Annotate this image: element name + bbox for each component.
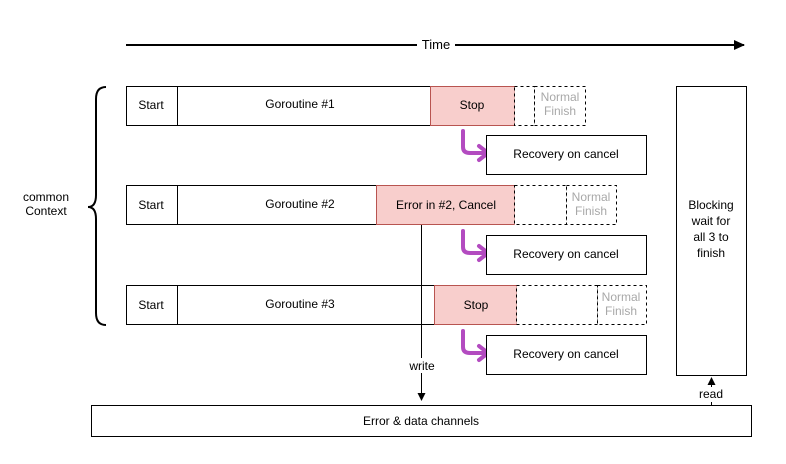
normal-finish-box: [534, 86, 586, 126]
context-label-line1: common: [23, 190, 69, 204]
read-connector: read: [696, 377, 727, 405]
goroutine-label: Goroutine #3: [265, 297, 335, 311]
goroutine-row-2: Start Goroutine #2 Error in #2, Cancel N…: [126, 185, 647, 275]
blocking-wait-line1: Blocking: [688, 198, 733, 212]
normal-finish-line1: Normal: [541, 90, 580, 104]
recovery-label: Recovery on cancel: [513, 347, 618, 361]
dashed-gap: [514, 86, 535, 126]
recovery-arrow: [461, 329, 488, 355]
event-label: Stop: [460, 98, 485, 112]
recovery-arrow: [461, 129, 488, 155]
recovery-box: [486, 235, 647, 275]
normal-finish-line1: Normal: [572, 190, 611, 204]
normal-finish-line2: Finish: [544, 104, 576, 118]
recovery-label: Recovery on cancel: [513, 147, 618, 161]
time-axis: Time: [126, 37, 745, 53]
normal-finish-line1: Normal: [602, 290, 641, 304]
stop-event: [430, 86, 515, 126]
normal-finish-box: [566, 185, 617, 225]
normal-finish-line2: Finish: [605, 304, 637, 318]
time-label: Time: [422, 37, 450, 52]
goroutine-label: Goroutine #2: [265, 197, 335, 211]
blocking-wait-line3: all 3 to: [693, 230, 729, 244]
start-label: Start: [138, 98, 164, 112]
blocking-wait-line2: wait for: [691, 214, 731, 228]
blocking-wait: Blocking wait for all 3 to finish: [676, 86, 747, 376]
curly-brace: [87, 86, 107, 326]
start-label: Start: [138, 198, 164, 212]
recovery-arrow: [461, 229, 488, 255]
blocking-wait-line4: finish: [697, 246, 725, 260]
dashed-gap: [516, 285, 598, 325]
recovery-box: [486, 135, 647, 175]
goroutine-row-1: Start Goroutine #1 Stop Normal Finish Re…: [126, 86, 647, 175]
channels-box: [91, 405, 752, 437]
event-label: Error in #2, Cancel: [396, 198, 496, 212]
normal-finish-box: [597, 285, 647, 325]
goroutine-row-3: Start Goroutine #3 Stop Normal Finish Re…: [126, 285, 647, 375]
write-label: write: [408, 359, 435, 373]
channels: Error & data channels: [91, 405, 752, 437]
blocking-wait-box: [676, 86, 747, 376]
dashed-gap: [514, 185, 567, 225]
channels-label: Error & data channels: [363, 414, 479, 428]
event-label: Stop: [464, 298, 489, 312]
error-cancel-event: [376, 185, 515, 225]
recovery-box: [486, 335, 647, 375]
context-label-line2: Context: [25, 204, 67, 218]
write-connector: write: [406, 225, 438, 401]
goroutine-label: Goroutine #1: [265, 97, 335, 111]
context-brace: common Context: [23, 86, 107, 326]
goroutine-bar: [126, 185, 377, 225]
normal-finish-line2: Finish: [575, 204, 607, 218]
recovery-label: Recovery on cancel: [513, 247, 618, 261]
start-label: Start: [138, 298, 164, 312]
read-label: read: [699, 387, 723, 401]
